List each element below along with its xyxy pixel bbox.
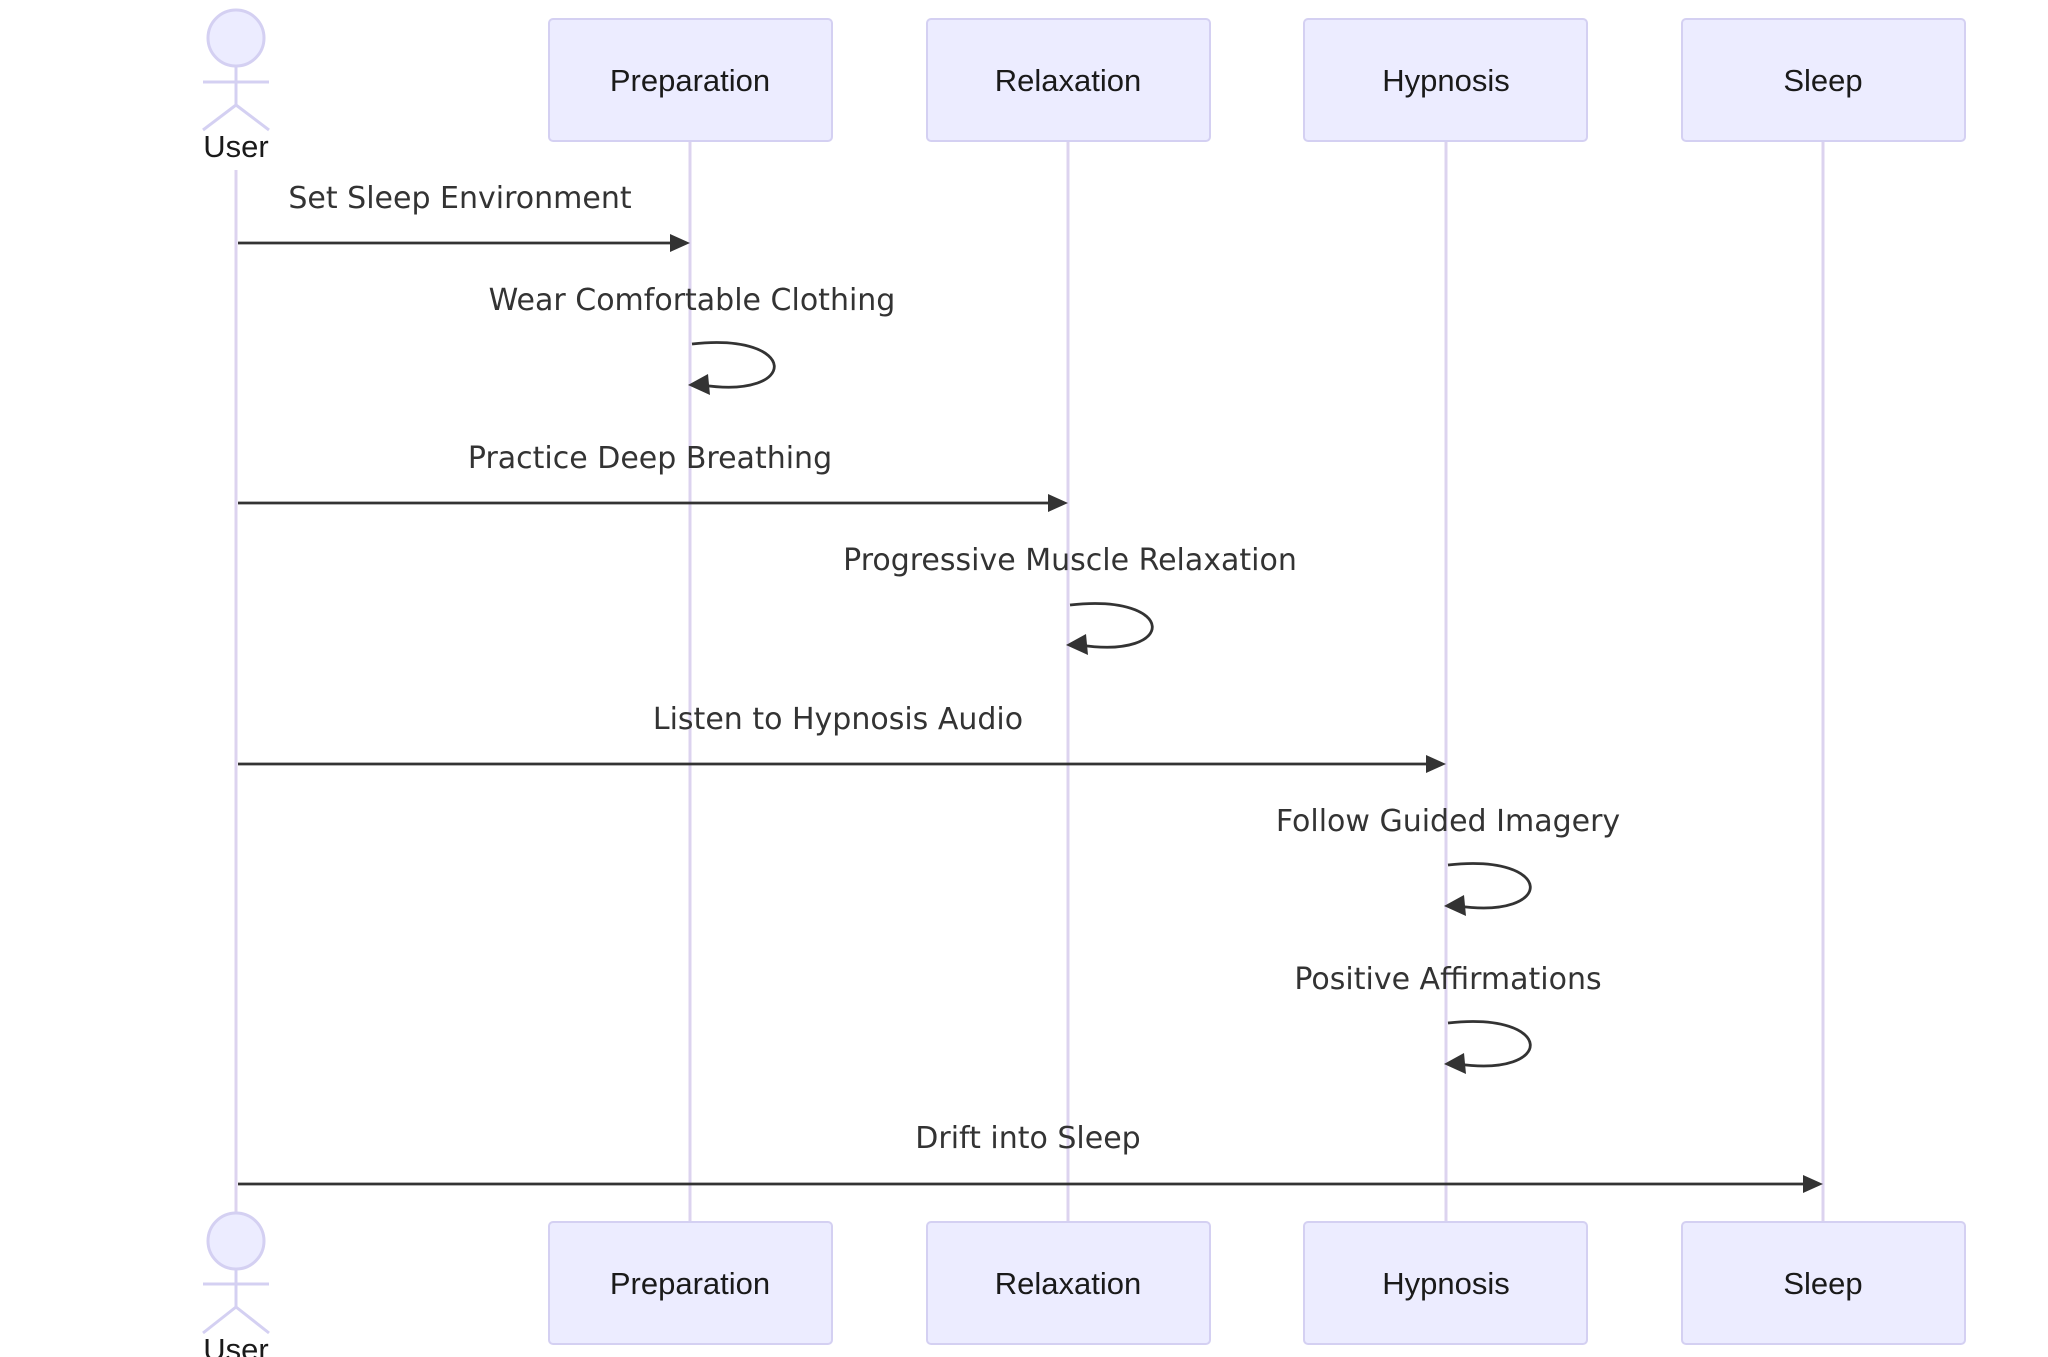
message-self-loop: Positive Affirmations <box>1294 962 1602 1074</box>
actor-label-user-bottom: User <box>203 1332 268 1357</box>
participant-label: Hypnosis <box>1382 63 1510 98</box>
message-label: Progressive Muscle Relaxation <box>843 543 1297 578</box>
arrowhead-icon <box>1444 895 1466 916</box>
message-self-loop: Progressive Muscle Relaxation <box>843 543 1297 655</box>
participant-preparation-bottom: Preparation <box>548 1221 833 1345</box>
message-arrow: Practice Deep Breathing <box>238 441 1068 512</box>
actor-head-icon <box>206 8 266 68</box>
arrowhead-icon <box>1048 494 1068 512</box>
message-self-loop: Follow Guided Imagery <box>1276 804 1620 916</box>
participants-top: Preparation Relaxation Hypnosis Sleep <box>548 18 1966 142</box>
message-self-loop: Wear Comfortable Clothing <box>489 283 896 395</box>
participant-hypnosis-bottom: Hypnosis <box>1303 1221 1588 1345</box>
message-arrow: Listen to Hypnosis Audio <box>238 702 1446 773</box>
participant-hypnosis-top: Hypnosis <box>1303 18 1588 142</box>
message-label: Drift into Sleep <box>915 1121 1140 1156</box>
participant-relaxation-top: Relaxation <box>926 18 1211 142</box>
participant-label: Preparation <box>610 1266 770 1301</box>
participant-label: Sleep <box>1783 1266 1862 1301</box>
participant-sleep-bottom: Sleep <box>1681 1221 1966 1345</box>
lifelines <box>234 142 1825 1222</box>
message-label: Follow Guided Imagery <box>1276 804 1620 839</box>
participant-sleep-top: Sleep <box>1681 18 1966 142</box>
message-label: Practice Deep Breathing <box>468 441 832 476</box>
message-label: Positive Affirmations <box>1294 962 1601 997</box>
message-arrow: Set Sleep Environment <box>238 181 690 252</box>
actor-user-top: User <box>202 8 270 164</box>
arrowhead-icon <box>1803 1175 1823 1193</box>
arrowhead-icon <box>688 374 710 395</box>
participants-bottom: Preparation Relaxation Hypnosis Sleep <box>548 1221 1966 1345</box>
participant-label: Relaxation <box>995 1266 1141 1301</box>
participant-preparation-top: Preparation <box>548 18 833 142</box>
arrowhead-icon <box>1066 634 1088 655</box>
actor-head-icon <box>206 1211 266 1271</box>
participant-label: Sleep <box>1783 63 1862 98</box>
actor-user-bottom: User <box>202 1211 270 1357</box>
message-label: Set Sleep Environment <box>288 181 631 216</box>
participant-label: Relaxation <box>995 63 1141 98</box>
message-label: Listen to Hypnosis Audio <box>653 702 1023 737</box>
arrowhead-icon <box>1444 1053 1466 1074</box>
arrowhead-icon <box>1426 755 1446 773</box>
message-label: Wear Comfortable Clothing <box>489 283 896 318</box>
participant-relaxation-bottom: Relaxation <box>926 1221 1211 1345</box>
actor-label-user-top: User <box>203 129 268 164</box>
messages: Set Sleep Environment Wear Comfortable C… <box>238 181 1823 1193</box>
message-arrow: Drift into Sleep <box>238 1121 1823 1193</box>
arrowhead-icon <box>670 234 690 252</box>
participant-label: Preparation <box>610 63 770 98</box>
participant-label: Hypnosis <box>1382 1266 1510 1301</box>
